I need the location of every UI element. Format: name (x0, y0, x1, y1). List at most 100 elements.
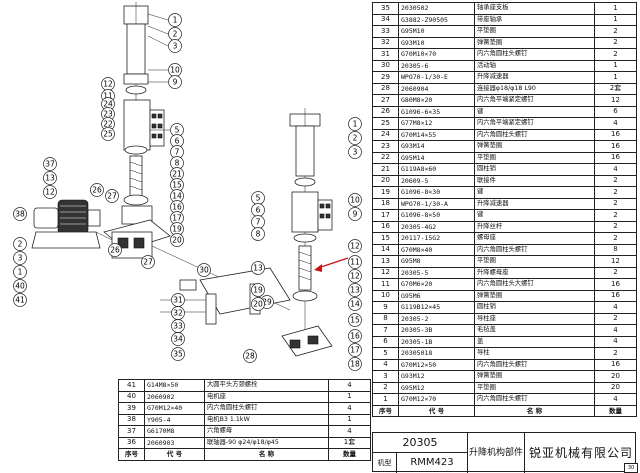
part-qty: 4 (594, 163, 637, 176)
part-name: 带座轴承 (474, 13, 595, 26)
part-qty: 2 (594, 36, 637, 49)
svg-text:16: 16 (350, 332, 360, 341)
part-code: G1096-8×50 (398, 209, 475, 222)
part-qty: 4 (594, 335, 637, 348)
part-qty: 16 (594, 289, 637, 302)
row-number: 20 (372, 174, 399, 187)
part-name: 盖 (474, 335, 595, 348)
callout-arrow (314, 257, 349, 272)
part-code: 2030502 (398, 2, 475, 15)
row-number: 16 (372, 220, 399, 233)
row-number: 14 (372, 243, 399, 256)
row-number: 32 (372, 36, 399, 49)
svg-text:14: 14 (172, 192, 182, 201)
row-number: 7 (372, 324, 399, 337)
assembly-name: 升降机构部件 (467, 433, 525, 473)
row-number: 38 (118, 413, 145, 426)
row-number: 8 (372, 312, 399, 325)
part-code: G70M10×70 (398, 48, 475, 61)
part-code: G93M14 (398, 140, 475, 153)
part-name: 连接器φ18/φ18 L90 (474, 82, 595, 95)
title-block: 20305 机型 RMM423 升降机构部件 锐亚机械有限公司 (372, 432, 636, 473)
header-qty: 数量 (328, 448, 371, 461)
svg-text:20: 20 (253, 300, 263, 309)
part-name: 弹簧垫圈 (474, 140, 595, 153)
part-name: 内六角圆柱头螺钉 (474, 128, 595, 141)
part-qty: 2 (594, 312, 637, 325)
row-number: 36 (118, 436, 145, 449)
part-qty: 2 (594, 209, 637, 222)
part-code: WPO70-1/30-E (398, 71, 475, 84)
svg-text:11: 11 (350, 258, 360, 267)
part-code: G70M12×70 (398, 393, 475, 406)
part-name: 弹簧垫圈 (474, 36, 595, 49)
left-column-assembly (121, 2, 165, 225)
part-code: 20305-6 (398, 59, 475, 72)
part-name: 六角螺母 (204, 425, 329, 438)
part-code: G77M8×12 (398, 117, 475, 130)
part-name: 导柱 (474, 347, 595, 360)
svg-text:21: 21 (172, 170, 182, 179)
part-qty: 16 (594, 140, 637, 153)
part-code: G93M10 (398, 36, 475, 49)
part-code: 2060903 (144, 436, 205, 449)
balloons-left: 1 2 3 10 9 12 11 24 23 22 25 5 6 7 8 21 … (13, 13, 274, 363)
svg-text:3: 3 (353, 148, 358, 157)
svg-text:3: 3 (18, 254, 23, 263)
row-number: 4 (372, 358, 399, 371)
part-qty: 16 (594, 128, 637, 141)
part-code: 2060904 (398, 82, 475, 95)
header-name: 名 称 (474, 404, 595, 417)
part-name: 毛毡盖 (474, 324, 595, 337)
row-number: 39 (118, 402, 145, 415)
part-name: 升降减速器 (474, 197, 595, 210)
part-qty: 8 (594, 243, 637, 256)
row-number: 19 (372, 186, 399, 199)
part-qty: 16 (594, 151, 637, 164)
part-code: 20609-5 (398, 174, 475, 187)
part-name: 弹簧垫圈 (474, 289, 595, 302)
svg-text:1: 1 (18, 268, 23, 277)
svg-text:16: 16 (172, 203, 182, 212)
part-qty: 4 (594, 324, 637, 337)
part-code: G6170M8 (144, 425, 205, 438)
header-qty: 数量 (594, 404, 637, 417)
svg-text:27: 27 (143, 258, 153, 267)
part-name: 键 (474, 105, 595, 118)
part-name: 升降减速器 (474, 71, 595, 84)
svg-text:13: 13 (350, 286, 360, 295)
svg-text:20: 20 (172, 236, 182, 245)
row-number: 15 (372, 232, 399, 245)
row-number: 12 (372, 266, 399, 279)
part-name: 升降丝杆 (474, 220, 595, 233)
row-number: 2 (372, 381, 399, 394)
svg-text:37: 37 (45, 160, 55, 169)
part-name: 升降螺母座 (474, 266, 595, 279)
svg-text:9: 9 (173, 78, 178, 87)
part-code: G70M8×40 (398, 243, 475, 256)
part-qty: 2 (594, 232, 637, 245)
part-qty: 4 (594, 117, 637, 130)
header-no: 序号 (372, 404, 399, 417)
motor-assembly (31, 199, 101, 249)
row-number: 21 (372, 163, 399, 176)
svg-text:28: 28 (245, 352, 255, 361)
row-number: 33 (372, 25, 399, 38)
part-name: 联轴器-90 φ24/φ18/φ45 (204, 436, 329, 449)
part-qty: 6 (594, 105, 637, 118)
part-code: G95M6 (398, 289, 475, 302)
part-code: G95M14 (398, 151, 475, 164)
